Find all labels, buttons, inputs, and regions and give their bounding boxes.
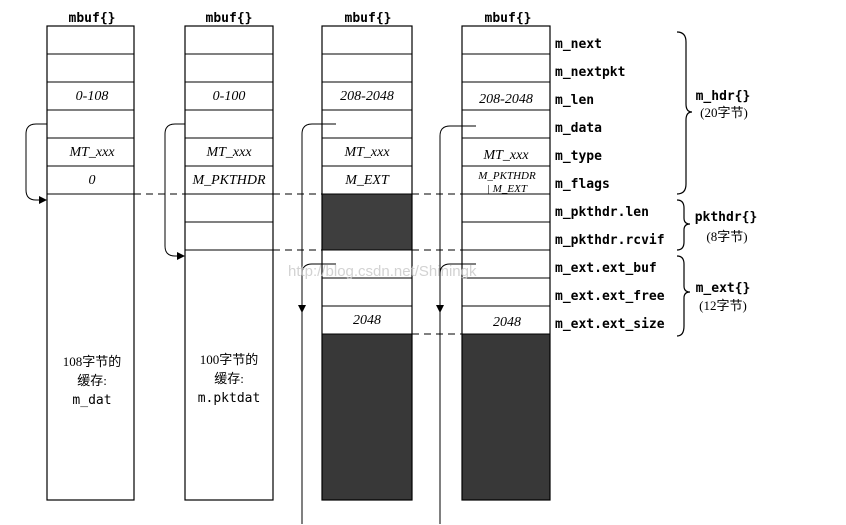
field-m-next: m_next [555,37,602,52]
column-3-header: mbuf{} [345,11,392,26]
field-m-flags: m_flags [555,177,610,192]
column-1-header: mbuf{} [69,11,116,26]
column-3-data-pointer-arrow [298,123,336,313]
field-m-nextpkt: m_nextpkt [555,65,625,80]
column-3-flags-value: M_EXT [344,173,390,188]
column-2-data-pointer-arrow [164,123,185,260]
column-2-len-value: 0-100 [213,89,246,104]
field-m-data: m_data [555,121,602,136]
column-3-ext-size-value: 2048 [353,313,381,328]
column-1-len-value: 0-108 [76,89,109,104]
field-m-len: m_len [555,93,594,108]
column-3-unused-shaded-area-bottom [322,334,412,500]
column-4-header: mbuf{} [485,11,532,26]
column-2-flags-value: M_PKTHDR [191,173,266,188]
field-m-ext-ext-free: m_ext.ext_free [555,289,665,304]
group-m-ext-name: m_ext{} [696,281,751,296]
group-braces [676,31,693,337]
mbuf-column-3: mbuf{} 208-2048 MT_xxx M_EXT 2048 [298,11,413,524]
column-2-buffer-label-line-3: m.pktdat [198,391,261,406]
column-2-buffer-label-line-1: 100字节的 [200,352,259,367]
column-1-buffer-label-line-3: m_dat [72,393,111,408]
column-4-flags-value-line-2: | M_EXT [487,183,528,195]
column-4-flags-value-line-1: M_PKTHDR [477,170,536,182]
field-m-pkthdr-len: m_pkthdr.len [555,205,649,220]
column-3-unused-shaded-area [322,194,412,250]
column-4-ext-buf-pointer-line [439,263,476,524]
group-pkthdr-name: pkthdr{} [695,210,758,225]
column-4-unused-shaded-area [462,334,550,500]
column-3-len-value: 208-2048 [340,89,394,104]
column-3-type-value: MT_xxx [343,145,390,160]
dashed-connector-lines [134,193,462,335]
column-1-flags-value: 0 [89,173,96,188]
watermark-text: http://blog.csdn.net/Shiningk [288,263,477,280]
m-hdr-brace [676,31,693,195]
column-4-ext-size-value: 2048 [493,315,521,330]
field-name-labels: m_next m_nextpkt m_len m_data m_type m_f… [555,37,665,332]
column-1-buffer-label-line-1: 108字节的 [63,354,122,369]
column-2-header: mbuf{} [206,11,253,26]
group-m-hdr-size: (20字节) [700,105,748,120]
column-4-data-pointer-arrow [436,125,476,313]
m-ext-brace [676,255,691,337]
group-m-ext-size: (12字节) [699,298,747,313]
field-m-ext-ext-size: m_ext.ext_size [555,317,665,332]
group-pkthdr-size: (8字节) [706,229,747,244]
mbuf-column-1: mbuf{} 0-108 MT_xxx 0 108字节的 缓存: m_dat [25,11,135,501]
field-m-pkthdr-rcvif: m_pkthdr.rcvif [555,233,665,248]
pkthdr-brace [676,199,691,251]
group-labels: m_hdr{} (20字节) pkthdr{} (8字节) m_ext{} (1… [695,89,758,313]
column-1-data-pointer-arrow [25,123,47,204]
group-m-hdr-name: m_hdr{} [696,89,751,104]
column-1-type-value: MT_xxx [68,145,115,160]
column-3-ext-buf-pointer-line [301,263,336,524]
mbuf-column-2: mbuf{} 0-100 MT_xxx M_PKTHDR 100字节的 缓存: … [164,11,274,501]
field-m-type: m_type [555,149,602,164]
mbuf-column-4: mbuf{} 208-2048 MT_xxx M_PKTHDR | M_EXT … [436,11,551,524]
column-4-type-value: MT_xxx [482,148,529,163]
field-m-ext-ext-buf: m_ext.ext_buf [555,261,657,276]
column-2-buffer-label-line-2: 缓存: [214,371,244,386]
column-2-type-value: MT_xxx [205,145,252,160]
column-1-buffer-label-line-2: 缓存: [77,373,107,388]
column-4-len-value: 208-2048 [479,92,533,107]
